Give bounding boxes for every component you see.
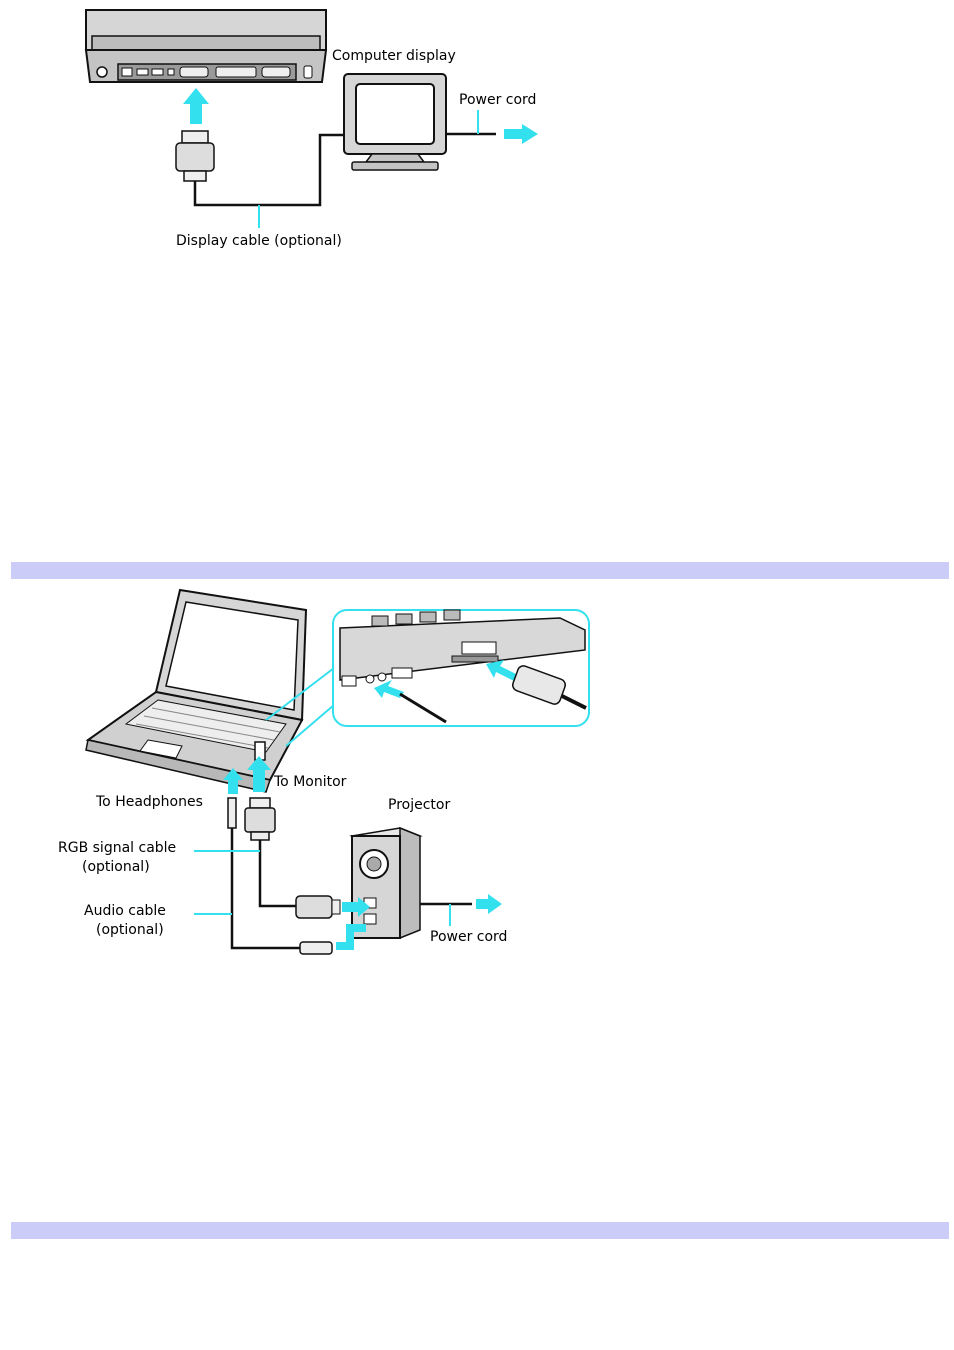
port-detail-callout	[333, 610, 589, 726]
figure-display-connection: Computer display Power cord Display cabl…	[0, 0, 954, 270]
label-audio-cable: Audio cable	[84, 903, 166, 919]
display-cable	[195, 135, 346, 205]
computer-display-illustration	[344, 74, 446, 170]
label-power-cord: Power cord	[459, 92, 536, 108]
audio-plug-projector-end	[300, 942, 332, 954]
laptop-illustration	[86, 590, 306, 792]
label-display-cable: Display cable (optional)	[176, 233, 342, 249]
projector-power-cord-arrow	[476, 894, 502, 914]
label-rgb-cable: RGB signal cable	[58, 840, 176, 856]
label-to-monitor: To Monitor	[273, 774, 347, 790]
rgb-cable	[260, 840, 296, 906]
label-to-headphones: To Headphones	[95, 794, 203, 810]
label-audio-cable-optional: (optional)	[96, 922, 164, 938]
power-cord-arrow	[504, 124, 538, 144]
rgb-connector-projector-end	[296, 896, 340, 918]
notebook-rear-illustration	[86, 10, 326, 82]
label-projector: Projector	[388, 797, 450, 813]
projector-illustration	[352, 828, 420, 938]
section-divider	[11, 562, 949, 579]
display-cable-connector	[176, 131, 214, 181]
audio-cable	[232, 828, 300, 948]
label-computer-display: Computer display	[332, 48, 456, 64]
arrow-to-notebook-port	[183, 88, 209, 124]
audio-plug	[228, 798, 236, 828]
rgb-connector	[245, 798, 275, 840]
label-rgb-cable-optional: (optional)	[82, 859, 150, 875]
section-divider	[11, 1222, 949, 1239]
figure-projector-connection: To Monitor To Headphones Projector RGB s…	[0, 580, 954, 960]
label-projector-power-cord: Power cord	[430, 929, 507, 945]
